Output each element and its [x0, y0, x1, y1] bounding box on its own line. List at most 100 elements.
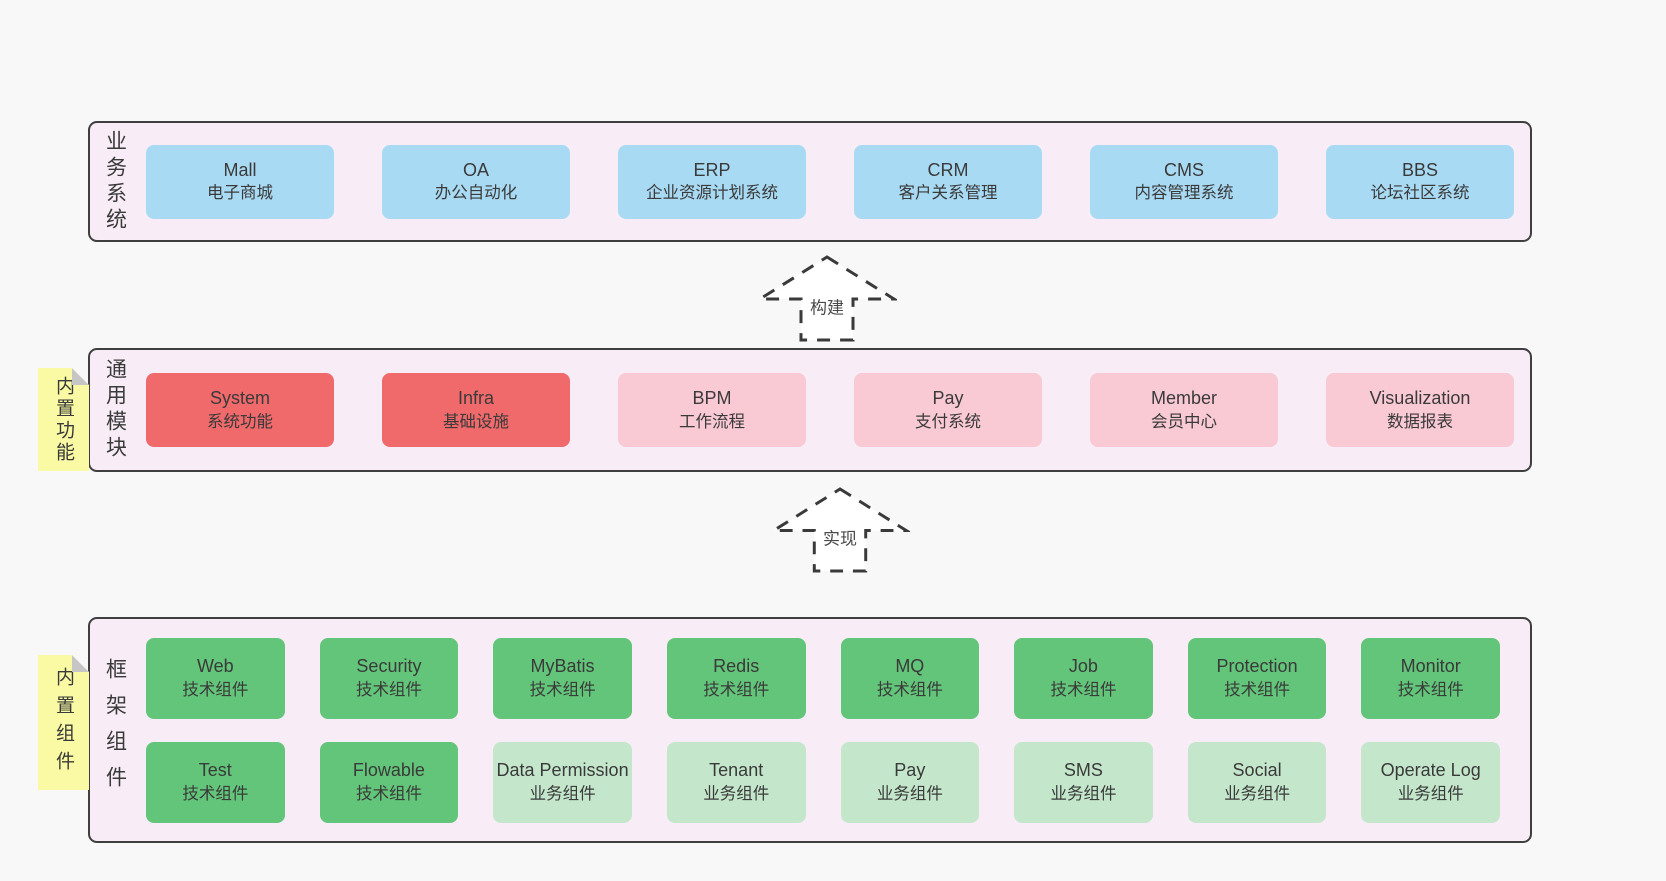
framework-components-label: 框架组件: [90, 619, 140, 841]
box-subtitle: 客户关系管理: [898, 184, 998, 203]
box-tenant: Tenant 业务组件: [666, 741, 806, 823]
box-subtitle: 技术组件: [703, 680, 770, 699]
box-title: Pay: [894, 760, 926, 781]
box-title: Data Permission: [496, 760, 629, 781]
box-social: Social 业务组件: [1187, 741, 1327, 823]
box-title: Protection: [1216, 656, 1298, 677]
box-title: Social: [1232, 760, 1282, 781]
box-subtitle: 业务组件: [1224, 784, 1291, 803]
box-subtitle: 论坛社区系统: [1370, 184, 1470, 203]
box-subtitle: 数据报表: [1387, 412, 1453, 431]
business-systems-boxes: Mall 电子商城 OA 办公自动化 ERP 企业资源计划系统 CRM 客户关系管理 CMS 内容…: [140, 123, 1530, 240]
box-subtitle: 业务组件: [529, 784, 596, 803]
box-pay: Pay 支付系统: [854, 373, 1042, 447]
common-modules-label-text: 通用模块: [103, 358, 127, 462]
box-title: Pay: [932, 388, 964, 409]
box-subtitle: 系统功能: [207, 412, 273, 431]
box-title: Redis: [713, 656, 760, 677]
box-cms: CMS 内容管理系统: [1090, 144, 1278, 219]
box-title: MyBatis: [530, 656, 595, 677]
box-title: Security: [356, 656, 422, 677]
box-title: Test: [198, 760, 232, 781]
box-subtitle: 工作流程: [679, 412, 745, 431]
sticky-fold-icon: [72, 655, 89, 672]
box-subtitle: 办公自动化: [434, 184, 518, 203]
box-subtitle: 技术组件: [876, 680, 943, 699]
box-title: MQ: [895, 656, 925, 677]
box-subtitle: 电子商城: [207, 184, 273, 203]
box-member: Member 会员中心: [1090, 373, 1278, 447]
box-title: BBS: [1401, 159, 1439, 180]
business-systems-label-text: 业务系统: [103, 129, 127, 234]
common-modules-label: 通用模块: [90, 350, 140, 470]
box-mq: MQ 技术组件: [840, 637, 980, 719]
box-subtitle: 内容管理系统: [1134, 184, 1234, 203]
build-arrow-label: 构建: [808, 293, 846, 319]
business-systems-panel: 业务系统 Mall 电子商城 OA 办公自动化 ERP 企业资源计划系统 CRM 客户关系管理…: [88, 121, 1532, 242]
box-pay: Pay 业务组件: [840, 741, 980, 823]
box-subtitle: 业务组件: [1050, 784, 1117, 803]
box-title: Infra: [457, 388, 495, 409]
box-title: CRM: [927, 159, 969, 180]
implement-arrow-label: 实现: [821, 524, 859, 550]
box-mall: Mall 电子商城: [146, 144, 334, 219]
box-title: Operate Log: [1380, 760, 1481, 781]
box-title: CMS: [1164, 159, 1204, 180]
business-systems-label: 业务系统: [90, 123, 140, 240]
box-subtitle: 技术组件: [355, 784, 422, 803]
box-data-permission: Data Permission 业务组件: [493, 741, 632, 823]
box-mybatis: MyBatis 技术组件: [493, 637, 632, 719]
box-sms: SMS 业务组件: [1014, 741, 1153, 823]
box-subtitle: 业务组件: [703, 784, 770, 803]
builtin-components-sticky: 内置组件: [38, 655, 89, 790]
box-title: ERP: [693, 159, 731, 180]
box-infra: Infra 基础设施: [382, 373, 570, 447]
box-crm: CRM 客户关系管理: [854, 144, 1042, 219]
builtin-features-sticky: 内置功能: [38, 368, 89, 471]
box-subtitle: 会员中心: [1151, 412, 1217, 431]
box-title: Member: [1150, 388, 1217, 409]
box-subtitle: 业务组件: [876, 784, 943, 803]
box-erp: ERP 企业资源计划系统: [618, 144, 806, 219]
box-redis: Redis 技术组件: [666, 637, 806, 719]
implement-arrow: 实现: [770, 486, 910, 574]
box-bbs: BBS 论坛社区系统: [1326, 144, 1514, 219]
box-subtitle: 技术组件: [182, 784, 249, 803]
sticky-fold-icon: [72, 368, 89, 385]
box-operate-log: Operate Log 业务组件: [1361, 741, 1500, 823]
box-title: Job: [1068, 656, 1098, 677]
box-title: OA: [462, 159, 489, 180]
box-subtitle: 技术组件: [182, 680, 249, 699]
box-subtitle: 支付系统: [915, 412, 981, 431]
build-arrow: 构建: [757, 254, 897, 343]
box-test: Test 技术组件: [146, 741, 285, 823]
box-subtitle: 技术组件: [529, 680, 596, 699]
box-title: Web: [196, 656, 234, 677]
box-subtitle: 业务组件: [1397, 784, 1464, 803]
box-system: System 系统功能: [146, 373, 334, 447]
box-title: Tenant: [709, 760, 764, 781]
builtin-features-sticky-text: 内置功能: [53, 375, 74, 464]
box-title: Mall: [223, 159, 257, 180]
builtin-components-sticky-text: 内置组件: [53, 666, 74, 779]
framework-components-label-text: 框架组件: [103, 658, 127, 802]
box-subtitle: 基础设施: [443, 412, 509, 431]
box-title: SMS: [1063, 760, 1103, 781]
box-subtitle: 技术组件: [355, 680, 422, 699]
box-title: System: [209, 388, 270, 409]
box-subtitle: 企业资源计划系统: [646, 184, 778, 203]
box-oa: OA 办公自动化: [382, 144, 570, 219]
